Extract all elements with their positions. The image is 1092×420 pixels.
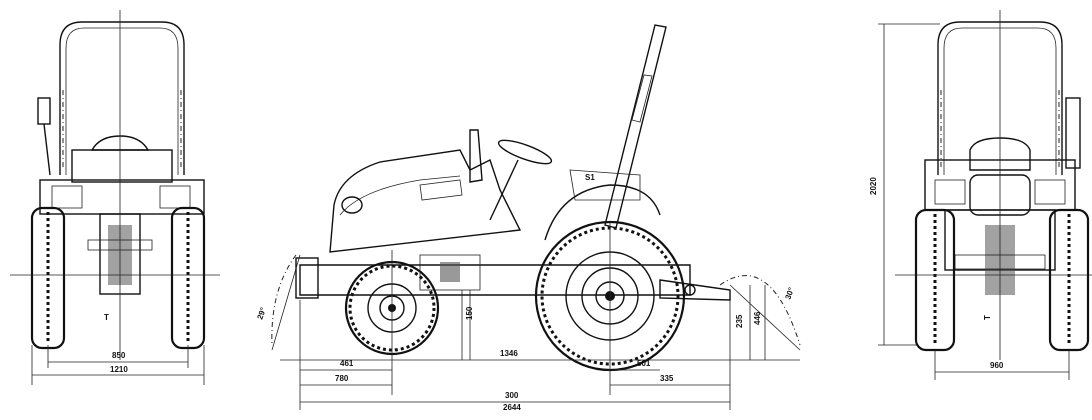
front-track-label: 850	[112, 351, 126, 360]
side-ground-clearance-label: 150	[465, 306, 474, 320]
side-wheelbase-label: 1346	[500, 349, 518, 358]
side-rops-folded	[604, 24, 667, 229]
side-length-label-2: 2644	[503, 403, 521, 412]
side-seat-back	[469, 129, 483, 183]
side-length-label-1: 300	[505, 391, 519, 400]
side-hitch-height-1: 235	[735, 314, 744, 328]
rear-seat	[969, 137, 1031, 171]
side-front-base-label: 780	[335, 374, 349, 383]
side-frame	[299, 264, 691, 296]
side-hitch-height-2: 446	[753, 311, 762, 325]
side-departure-angle-arc	[719, 275, 801, 346]
front-left-mirror	[37, 97, 51, 125]
front-body	[71, 149, 173, 183]
side-rear-overhang-label: 335	[660, 374, 674, 383]
side-pto-label: S1	[585, 173, 595, 182]
side-front-overhang-label: 461	[340, 359, 354, 368]
side-steering-wheel	[497, 139, 553, 165]
side-headlight	[341, 196, 363, 214]
rear-axis-label: T	[983, 315, 992, 320]
side-fender	[544, 184, 661, 241]
rear-view: 2020 960 T	[869, 10, 1092, 380]
front-rops-bar	[59, 21, 185, 175]
side-hood	[329, 149, 522, 253]
front-axis-label: T	[104, 313, 109, 322]
side-rear-label: 501	[637, 359, 651, 368]
side-approach-angle-arc	[271, 254, 297, 346]
rear-height-label: 2020	[869, 177, 878, 195]
rear-right-mirror	[1065, 97, 1081, 169]
front-width-label: 1210	[110, 365, 128, 374]
side-front-weight	[295, 257, 319, 299]
side-approach-angle-label: 29°	[255, 306, 268, 320]
side-departure-angle-label: 30°	[783, 286, 796, 300]
front-view: T 850 1210	[10, 10, 220, 385]
rear-track-label: 960	[990, 361, 1004, 370]
side-view: 461 780 1346 501 335 300 2644 150 235 44…	[255, 24, 801, 412]
